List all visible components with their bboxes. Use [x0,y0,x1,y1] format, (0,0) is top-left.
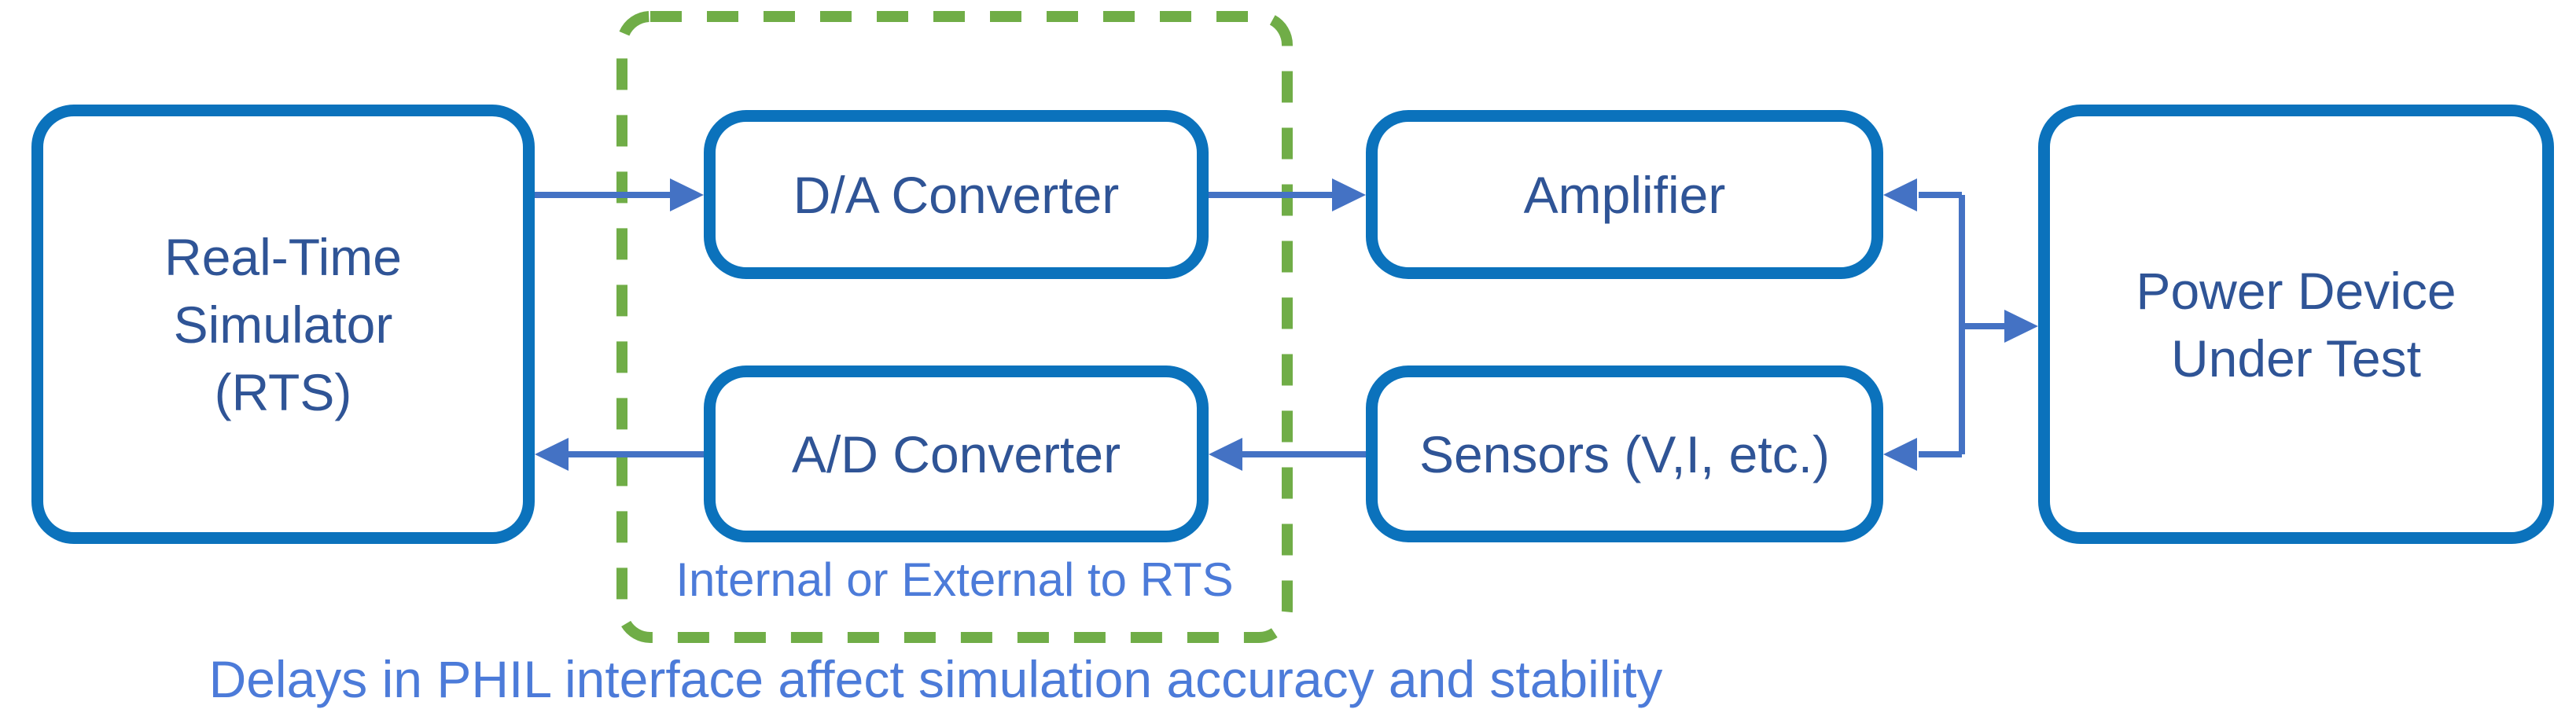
node-da-converter: D/A Converter [704,110,1209,279]
arrowhead-into-rts-icon [535,438,569,471]
node-label: A/D Converter [791,424,1121,483]
node-label-line: Under Test [2171,329,2421,388]
node-label-line: Power Device [2136,261,2456,320]
node-label: Sensors (V,I, etc.) [1419,424,1831,483]
node-amplifier: Amplifier [1366,110,1883,279]
arrowhead-into-sensors-icon [1883,438,1917,471]
dashed-group-label: Internal or External to RTS [675,553,1234,606]
node-label-line: Simulator [173,295,393,354]
diagram-caption: Delays in PHIL interface affect simulati… [208,650,1663,708]
node-label: Amplifier [1523,165,1726,224]
arrowhead-junction-into-amplifier-icon [1883,178,1917,211]
node-real-time-simulator: Real-Time Simulator (RTS) [31,105,535,544]
node-sensors: Sensors (V,I, etc.) [1366,366,1883,542]
node-power-device-under-test: Power Device Under Test [2038,105,2554,544]
node-ad-converter: A/D Converter [704,366,1209,542]
node-label-line: (RTS) [214,362,352,421]
arrowhead-into-amplifier-icon [1332,178,1366,211]
arrowhead-into-power-device-icon [2004,310,2038,343]
arrowhead-into-ad-icon [1209,438,1242,471]
arrowhead-into-da-icon [670,178,704,211]
node-label-line: Real-Time [164,227,402,286]
node-label: D/A Converter [793,165,1120,224]
